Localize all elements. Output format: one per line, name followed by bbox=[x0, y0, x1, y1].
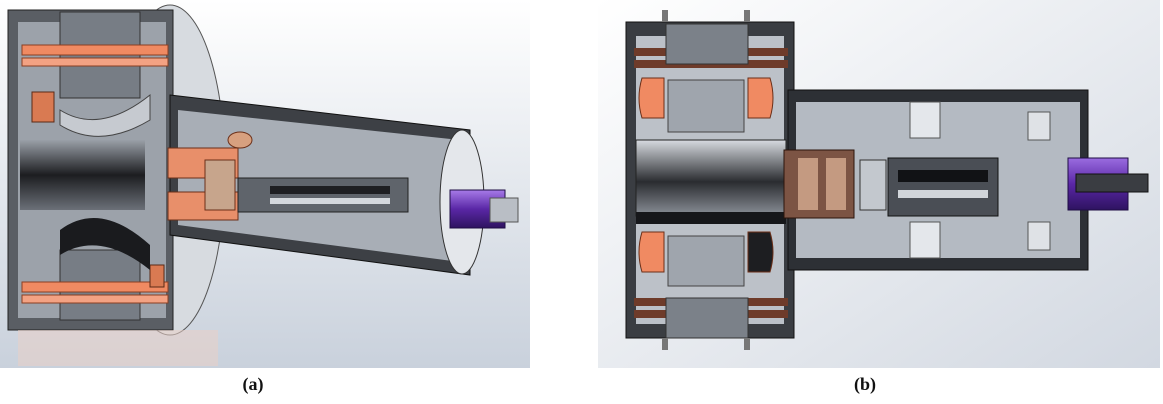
output-shaft-tip bbox=[489, 197, 519, 223]
side-section-view bbox=[598, 0, 1160, 368]
floor-reflection bbox=[18, 330, 218, 366]
inner-shaft-highlight bbox=[898, 190, 988, 198]
rotor-core bbox=[20, 140, 145, 210]
inner-shaft bbox=[898, 170, 988, 182]
coil-bottom-inner bbox=[21, 294, 169, 304]
mount-screw-top-right bbox=[744, 10, 750, 22]
caption-b: (b) bbox=[854, 374, 876, 394]
output-shaft bbox=[1075, 173, 1149, 193]
coil-top-outer bbox=[21, 44, 169, 56]
planet-gear bbox=[204, 159, 236, 211]
coil-bottom-outer bbox=[21, 281, 169, 293]
shaft-highlight bbox=[270, 198, 390, 204]
mount-screw-top-left bbox=[662, 10, 668, 22]
side-section-illustration bbox=[598, 0, 1160, 368]
isometric-section-illustration bbox=[0, 0, 530, 368]
inner-shaft-housing bbox=[887, 157, 999, 217]
inner-shaft bbox=[237, 177, 409, 213]
end-coil-bottom-left bbox=[638, 231, 665, 273]
bearing-bottom bbox=[909, 221, 941, 259]
spring-coupling bbox=[859, 159, 887, 211]
bearing-top bbox=[909, 101, 941, 139]
rotor-cup-upper bbox=[59, 93, 151, 137]
coil-bottom-end bbox=[149, 264, 165, 288]
stator-bottom bbox=[665, 297, 749, 339]
end-coil-top-right bbox=[747, 77, 774, 119]
gear-teeth-top bbox=[227, 131, 253, 149]
coil-top-inner bbox=[21, 57, 169, 67]
end-coil-top-left bbox=[638, 77, 665, 119]
end-bearing-top bbox=[1027, 111, 1051, 141]
isometric-section-view bbox=[0, 0, 530, 368]
end-bearing-bottom bbox=[1027, 221, 1051, 251]
mount-screw-left bbox=[662, 338, 668, 350]
rotor-cup-lower bbox=[60, 218, 150, 270]
gear-teeth-left bbox=[798, 158, 818, 210]
coil-top-end bbox=[31, 91, 55, 123]
mount-screw-right bbox=[744, 338, 750, 350]
stator-top bbox=[665, 23, 749, 65]
stator-core-top bbox=[667, 79, 745, 133]
stator-core-bottom bbox=[667, 235, 745, 287]
shaft-slot bbox=[270, 186, 390, 194]
caption-a: (a) bbox=[242, 374, 264, 394]
rotor-core bbox=[635, 139, 787, 217]
end-coil-bottom-right bbox=[747, 231, 774, 273]
gear-teeth-right bbox=[826, 158, 846, 210]
rotor-shadow-band bbox=[636, 212, 786, 224]
